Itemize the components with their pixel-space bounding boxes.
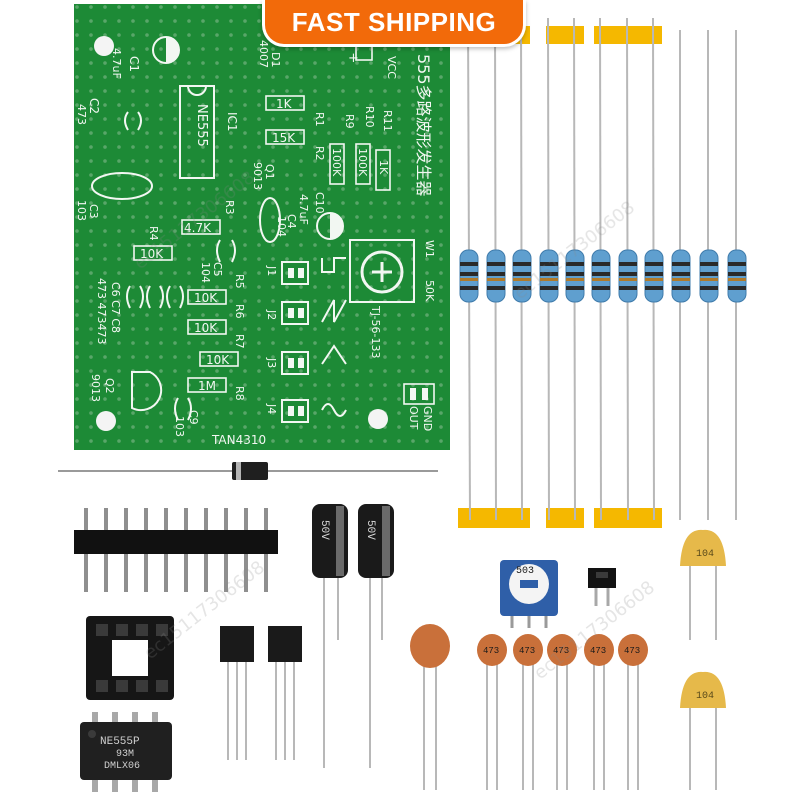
ceramic-code: 473	[483, 646, 499, 656]
c4-label: C4	[285, 214, 298, 229]
chip-line-3: DMLX06	[104, 761, 140, 772]
c9-label: C9	[187, 410, 200, 425]
r4-value: 10K	[140, 247, 164, 261]
resistor-strip	[458, 17, 747, 528]
r7-value: 10K	[206, 353, 230, 367]
r6-value: 10K	[194, 321, 218, 335]
j4-label: J4	[265, 403, 278, 414]
r2-value: 15K	[272, 131, 296, 145]
j3-label: J3	[265, 357, 278, 368]
r1-label: R1	[313, 112, 326, 127]
r2-label: R2	[313, 146, 326, 161]
d1-label: D1	[269, 52, 282, 67]
q1-value: 9013	[251, 162, 264, 190]
out-label: OUT	[407, 406, 420, 430]
r5-label: R5	[233, 274, 246, 289]
c5-value: 104	[199, 262, 212, 283]
trimmer-pot: 503	[500, 560, 558, 628]
r1-value: 1K	[276, 97, 293, 111]
r11-value: 1K	[377, 160, 390, 175]
c678-labels: C6 C7 C8	[109, 282, 122, 333]
j2-label: J2	[265, 309, 278, 320]
cap-voltage: 50V	[364, 520, 376, 540]
ic1-ref: IC1	[225, 112, 239, 132]
mount-hole	[368, 409, 388, 429]
q2-value: 9013	[89, 374, 102, 402]
c678-values: 473 473473	[95, 278, 108, 344]
r5-value: 10K	[194, 291, 218, 305]
c9-value: 103	[173, 416, 186, 437]
electrolytic-capacitors: 50V 50V	[312, 504, 394, 768]
gnd-label: GND	[421, 406, 434, 431]
ceramic-code: 473	[553, 646, 569, 656]
w1-value: 50K	[423, 280, 436, 302]
ceramic-code: 473	[624, 646, 640, 656]
r8-label: R8	[233, 386, 246, 401]
w1-label: W1	[423, 240, 436, 258]
r9-label: R9	[343, 114, 356, 129]
q1-label: Q1	[263, 164, 276, 180]
tape	[546, 508, 584, 528]
ceramic-code: 473	[590, 646, 606, 656]
c1-value: 4.7uF	[110, 48, 123, 79]
tape	[458, 508, 530, 528]
c4-value: 104	[275, 216, 288, 237]
ic1-value: NE555	[194, 104, 209, 147]
ic-socket	[86, 616, 174, 700]
c1-label: C1	[127, 56, 141, 72]
c10-label: C10	[313, 192, 326, 214]
transistors	[220, 626, 302, 760]
r7-label: R7	[233, 334, 246, 349]
ceramic-capacitors: 473 473 473 473 473 104 104	[410, 529, 726, 790]
fast-shipping-banner: FAST SHIPPING	[262, 0, 526, 47]
pin-header	[74, 508, 278, 592]
board-title: 555多路波形发生器	[414, 54, 433, 197]
c5-label: C5	[211, 262, 224, 277]
mount-hole	[94, 36, 114, 56]
c10-value: 4.7uF	[297, 194, 310, 225]
pcb-board: C1 4.7uF C2 473 NE555 IC1 4007 D1 1K 15	[74, 4, 450, 450]
d1-value: 4007	[257, 40, 270, 68]
r10-value: 100K	[356, 148, 369, 177]
chip-line-1: NE555P	[100, 736, 140, 748]
cap-voltage: 50V	[318, 520, 330, 540]
pot-code: 503	[516, 566, 534, 577]
chip-line-2: 93M	[116, 749, 134, 760]
ne555-chip: NE555P 93M DMLX06	[80, 712, 172, 792]
large-ceramic-code: 104	[696, 691, 714, 702]
r3-value: 4.7K	[184, 221, 212, 235]
r8-value: 1M	[198, 379, 216, 393]
w1-outline	[349, 239, 415, 303]
r3-label: R3	[223, 200, 236, 215]
c2-label: C2	[87, 98, 101, 114]
ceramic-code: 473	[519, 646, 535, 656]
q2-label: Q2	[103, 378, 116, 394]
ic1-outline	[179, 85, 215, 179]
c3-value: 103	[75, 200, 88, 221]
r6-label: R6	[233, 304, 246, 319]
board-model: TAN4310	[211, 433, 266, 447]
r10-label: R10	[363, 106, 376, 128]
vcc-label: VCC	[385, 56, 398, 79]
pot-model: TJ-56-133	[369, 305, 382, 359]
r4-label: R4	[147, 226, 160, 241]
diode	[58, 462, 438, 480]
tape	[546, 26, 584, 44]
mount-hole	[96, 411, 116, 431]
large-ceramic-code: 104	[696, 549, 714, 560]
j1-label: J1	[265, 265, 278, 276]
c3-label: C3	[87, 204, 100, 219]
jumper	[588, 568, 616, 606]
c2-value: 473	[75, 104, 88, 125]
r11-label: R11	[381, 110, 394, 132]
r9-value: 100K	[330, 148, 343, 177]
svg-text:+: +	[348, 51, 359, 66]
